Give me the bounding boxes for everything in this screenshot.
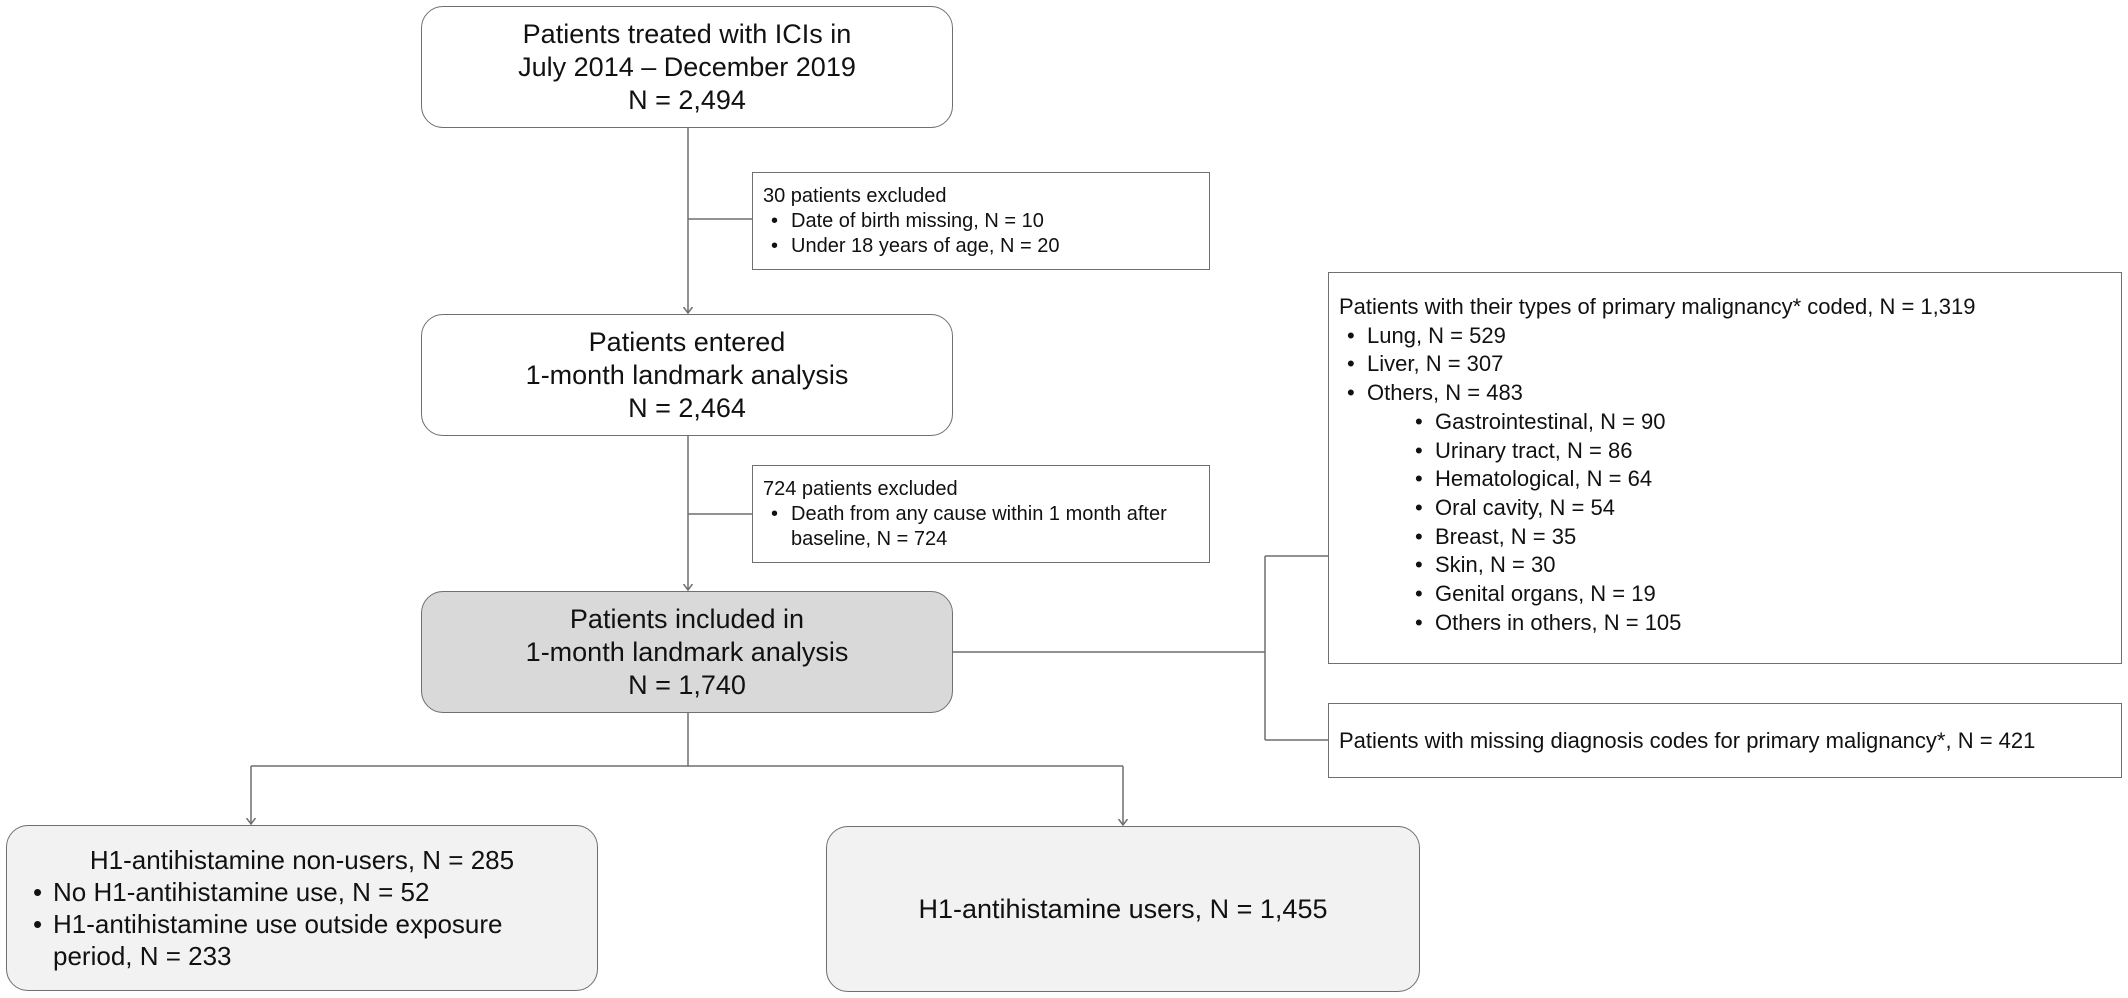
exclusion-2-list: Death from any cause within 1 month afte… [763,502,1199,552]
malignancy-others-item: Skin, N = 30 [1407,551,2111,580]
entered-box-line-3: N = 2,464 [628,392,746,423]
entered-box-line-1: Patients entered [588,326,786,357]
non-users-item: No H1-antihistamine use, N = 52 [25,876,579,908]
malignancy-type-list: Lung, N = 529 Liver, N = 307 Others, N =… [1339,322,2111,638]
malignancy-missing-text: Patients with missing diagnosis codes fo… [1339,728,2036,753]
start-box: Patients treated with ICIs in July 2014 … [421,6,953,128]
exclusion-1-title: 30 patients excluded [763,185,947,207]
non-users-title: H1-antihistamine non-users, N = 285 [89,845,515,875]
entered-box: Patients entered 1-month landmark analys… [421,314,953,436]
exclusion-box-1: 30 patients excluded Date of birth missi… [752,172,1210,270]
malignancy-others-item: Urinary tract, N = 86 [1407,437,2111,466]
exclusion-1-item: Date of birth missing, N = 10 [763,209,1199,234]
non-users-box: H1-antihistamine non-users, N = 285 No H… [6,825,598,991]
included-box: Patients included in 1-month landmark an… [421,591,953,713]
included-box-line-3: N = 1,740 [628,669,746,700]
malignancy-others-item: Oral cavity, N = 54 [1407,494,2111,523]
exclusion-2-item: Death from any cause within 1 month afte… [763,502,1199,552]
malignancy-coded-box: Patients with their types of primary mal… [1328,272,2122,664]
exclusion-box-2: 724 patients excluded Death from any cau… [752,465,1210,563]
malignancy-type-item: Lung, N = 529 [1339,322,2111,351]
non-users-item: H1-antihistamine use outside exposure pe… [25,908,579,972]
malignancy-others-list: Gastrointestinal, N = 90 Urinary tract, … [1407,408,2111,638]
malignancy-type-item: Liver, N = 307 [1339,350,2111,379]
entered-box-line-2: 1-month landmark analysis [525,359,849,390]
malignancy-others-item: Breast, N = 35 [1407,523,2111,552]
users-text: H1-antihistamine users, N = 1,455 [918,893,1328,924]
malignancy-others-item: Others in others, N = 105 [1407,609,2111,638]
start-box-line-1: Patients treated with ICIs in [522,18,852,49]
malignancy-others-item: Hematological, N = 64 [1407,465,2111,494]
included-box-line-1: Patients included in [569,603,805,634]
exclusion-1-list: Date of birth missing, N = 10 Under 18 y… [763,209,1199,259]
malignancy-others-label: Others, N = 483 [1367,380,1523,406]
malignancy-coded-title: Patients with their types of primary mal… [1339,294,1976,319]
non-users-list: No H1-antihistamine use, N = 52 H1-antih… [25,876,579,972]
exclusion-1-item: Under 18 years of age, N = 20 [763,234,1199,259]
users-box: H1-antihistamine users, N = 1,455 [826,826,1420,992]
start-box-line-3: N = 2,494 [628,84,746,115]
start-box-line-2: July 2014 – December 2019 [518,51,856,82]
malignancy-others-item: Gastrointestinal, N = 90 [1407,408,2111,437]
malignancy-others-item: Genital organs, N = 19 [1407,580,2111,609]
malignancy-missing-box: Patients with missing diagnosis codes fo… [1328,703,2122,778]
included-box-line-2: 1-month landmark analysis [525,636,849,667]
exclusion-2-title: 724 patients excluded [763,478,958,500]
malignancy-type-item: Others, N = 483 Gastrointestinal, N = 90… [1339,379,2111,637]
